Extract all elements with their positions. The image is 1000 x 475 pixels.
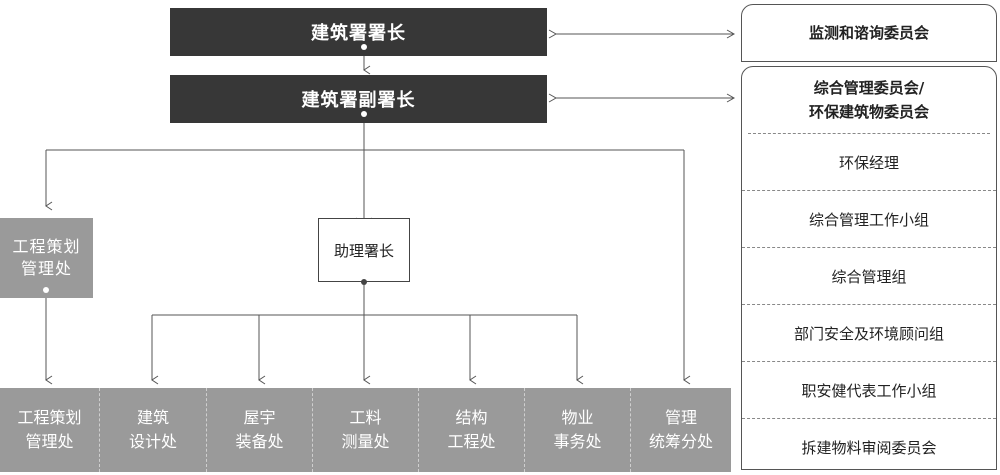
left-unit-dot — [43, 287, 49, 293]
unit-property-services: 物业事务处 — [524, 388, 630, 472]
unit-line2: 测量处 — [341, 432, 390, 451]
unit-planning: 工程策划管理处 — [0, 388, 99, 472]
unit-line2: 统筹分处 — [648, 432, 713, 451]
unit-structural: 结构工程处 — [418, 388, 524, 472]
rp-item-integrated-management-group: 综合管理组 — [742, 248, 996, 305]
unit-line2: 事务处 — [553, 432, 602, 451]
deputy-label: 建筑署副署长 — [301, 90, 416, 111]
committees-divider — [748, 133, 990, 134]
unit-quantity-surveying: 工料测量处 — [312, 388, 418, 472]
rp-item-osh-rep-group: 职安健代表工作小组 — [742, 362, 996, 419]
left-unit-line2: 管理处 — [20, 259, 72, 278]
rp-item-cd-material-committee: 拆建物料审阅委员会 — [801, 438, 937, 457]
unit-line1: 工程策划 — [17, 408, 82, 427]
rp-item-green-manager: 环保经理 — [742, 134, 996, 191]
unit-line2: 工程处 — [447, 432, 496, 451]
assistant-dot — [361, 279, 367, 285]
unit-line1: 工料 — [349, 408, 382, 427]
left-unit-line1: 工程策划 — [12, 237, 81, 256]
unit-line1: 建筑 — [136, 408, 169, 427]
unit-line1: 结构 — [455, 408, 488, 427]
bottom-units-row: 工程策划管理处 建筑设计处 屋宇装备处 工料测量处 结构工程处 物业事务处 管理… — [0, 388, 731, 472]
deputy-box: 建筑署副署长 — [170, 75, 547, 123]
chief-dot — [361, 44, 367, 50]
unit-line1: 管理 — [664, 408, 697, 427]
monitoring-label: 监测和谘询委员会 — [808, 24, 929, 42]
committees-line2: 环保建筑物委员会 — [808, 103, 929, 121]
unit-line2: 装备处 — [235, 432, 284, 451]
unit-architecture: 建筑设计处 — [99, 388, 206, 472]
chief-box: 建筑署署长 — [170, 8, 547, 56]
assistant-label: 助理署长 — [333, 241, 394, 260]
unit-line2: 设计处 — [128, 432, 177, 451]
rp-item-integrated-working-group: 综合管理工作小组 — [742, 191, 996, 248]
unit-coordination: 管理统筹分处 — [630, 388, 731, 472]
assistant-box: 助理署长 — [318, 218, 410, 282]
left-planning-unit: 工程策划 管理处 — [0, 218, 93, 298]
unit-line1: 物业 — [561, 408, 594, 427]
unit-line1: 屋宇 — [243, 408, 276, 427]
committees-line1: 综合管理委员会/ — [813, 79, 925, 97]
rp-item-safety-advisory-group: 部门安全及环境顾问组 — [742, 305, 996, 362]
monitoring-committee-box: 监测和谘询委员会 — [741, 4, 997, 62]
chief-label: 建筑署署长 — [311, 23, 406, 44]
deputy-dot — [361, 111, 367, 117]
unit-line2: 管理处 — [25, 432, 74, 451]
committees-header: 综合管理委员会/ 环保建筑物委员会 — [742, 67, 996, 133]
committees-panel: 综合管理委员会/ 环保建筑物委员会 环保经理 综合管理工作小组 综合管理组 部门… — [741, 66, 997, 470]
unit-building-services: 屋宇装备处 — [206, 388, 312, 472]
